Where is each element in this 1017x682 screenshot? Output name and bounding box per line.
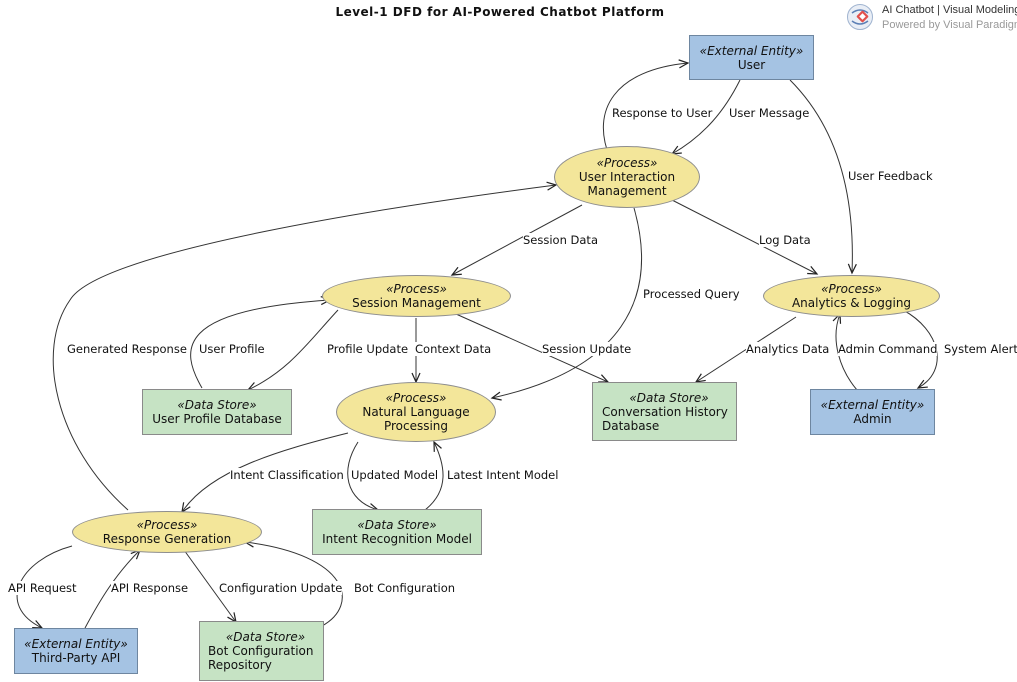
process-user-interaction-management[interactable]: «Process» User Interaction Management: [554, 146, 700, 208]
flow-user-message: [670, 79, 741, 155]
flow-intent-classification: [181, 432, 349, 514]
flow-processed-query: [490, 207, 642, 401]
flow-log-data: [671, 199, 819, 275]
flow-label-intent-classification: Intent Classification: [230, 468, 344, 482]
flow-user-feedback: [789, 79, 857, 275]
flow-label-updated-model: Updated Model: [351, 468, 439, 482]
flow-label-api-response: API Response: [111, 581, 189, 595]
flow-label-configuration-update: Configuration Update: [219, 581, 343, 595]
node-label: Management: [587, 184, 667, 198]
stereotype-label: «Data Store»: [629, 390, 709, 405]
flow-label-profile-update: Profile Update: [327, 342, 409, 356]
stereotype-label: «Process»: [821, 282, 882, 296]
flow-label-admin-command: Admin Command: [838, 342, 938, 356]
flow-session-data: [450, 204, 583, 276]
store-bot-configuration-repository[interactable]: «Data Store» Bot Configuration Repositor…: [199, 621, 324, 681]
node-label: User: [737, 57, 766, 72]
entity-third-party-api[interactable]: «External Entity» Third-Party API: [14, 628, 138, 674]
flow-updated-model: [347, 441, 380, 512]
node-label: Admin: [853, 412, 892, 426]
flow-user-profile: [190, 296, 332, 389]
node-label: Intent Recognition Model: [322, 532, 472, 546]
stereotype-label: «Process»: [596, 156, 658, 170]
diagram-title: Level-1 DFD for AI-Powered Chatbot Platf…: [335, 5, 665, 19]
node-label: Bot Configuration: [208, 644, 314, 658]
flow-label-bot-configuration: Bot Configuration: [354, 581, 456, 595]
flow-latest-intent-model: [424, 440, 444, 511]
node-label: User Profile Database: [152, 412, 282, 426]
node-label: Natural Language: [362, 405, 470, 419]
flow-label-user-message: User Message: [729, 106, 810, 120]
process-session-management[interactable]: «Process» Session Management: [322, 275, 511, 317]
entity-admin[interactable]: «External Entity» Admin: [810, 389, 935, 435]
flow-label-response-to-user: Response to User: [612, 106, 713, 120]
node-label: Processing: [383, 419, 449, 433]
store-user-profile-database[interactable]: «Data Store» User Profile Database: [142, 389, 292, 435]
flow-configuration-update: [183, 549, 237, 624]
node-label: User Interaction: [578, 170, 676, 184]
flow-label-processed-query: Processed Query: [643, 287, 740, 301]
flow-profile-update: [246, 309, 339, 391]
node-label: Session Management: [352, 296, 481, 310]
node-label: Analytics & Logging: [791, 296, 912, 310]
store-conversation-history-database[interactable]: «Data Store» Conversation History Databa…: [592, 382, 737, 441]
flow-label-session-data: Session Data: [523, 233, 598, 247]
flow-label-api-request: API Request: [8, 581, 77, 595]
entity-user[interactable]: «External Entity» User: [689, 35, 814, 80]
flow-label-system-alert: System Alert: [944, 342, 1017, 356]
visual-paradigm-logo-icon: [847, 4, 873, 30]
node-label: Database: [602, 418, 660, 433]
node-label: Conversation History: [602, 404, 728, 419]
brand-badge: AI Chatbot | Visual Modeling Powered by …: [846, 2, 1017, 32]
flow-label-context-data: Context Data: [415, 342, 492, 356]
process-analytics-logging[interactable]: «Process» Analytics & Logging: [763, 275, 940, 317]
brand-subtitle: Powered by Visual Paradigm: [882, 19, 1017, 31]
flow-label-analytics-data: Analytics Data: [746, 342, 830, 356]
stereotype-label: «External Entity»: [24, 637, 128, 651]
stereotype-label: «External Entity»: [820, 398, 925, 412]
flow-label-user-feedback: User Feedback: [848, 169, 933, 183]
stereotype-label: «Data Store»: [357, 518, 437, 532]
stereotype-label: «Process»: [136, 518, 198, 532]
flow-label-latest-intent-model: Latest Intent Model: [447, 468, 559, 482]
flow-label-log-data: Log Data: [759, 233, 811, 247]
flow-response-to-user: [602, 59, 690, 159]
process-natural-language-processing[interactable]: «Process» Natural Language Processing: [336, 382, 496, 442]
flow-generated-response: [52, 181, 558, 511]
node-label: Repository: [208, 658, 272, 672]
process-response-generation[interactable]: «Process» Response Generation: [72, 511, 262, 553]
stereotype-label: «Data Store»: [177, 398, 257, 412]
flow-api-response: [84, 548, 142, 629]
flow-label-user-profile: User Profile: [199, 342, 265, 356]
stereotype-label: «Data Store»: [225, 630, 306, 644]
flow-label-generated-response: Generated Response: [67, 342, 187, 356]
node-label: Third-Party API: [31, 651, 121, 665]
stereotype-label: «Process»: [386, 282, 447, 296]
node-label: Response Generation: [102, 532, 232, 546]
flow-label-session-update: Session Update: [542, 342, 632, 356]
stereotype-label: «Process»: [385, 391, 447, 405]
brand-title: AI Chatbot | Visual Modeling: [882, 4, 1017, 16]
flow-session-update: [455, 313, 610, 383]
store-intent-recognition-model[interactable]: «Data Store» Intent Recognition Model: [312, 509, 482, 555]
stereotype-label: «External Entity»: [699, 43, 804, 58]
